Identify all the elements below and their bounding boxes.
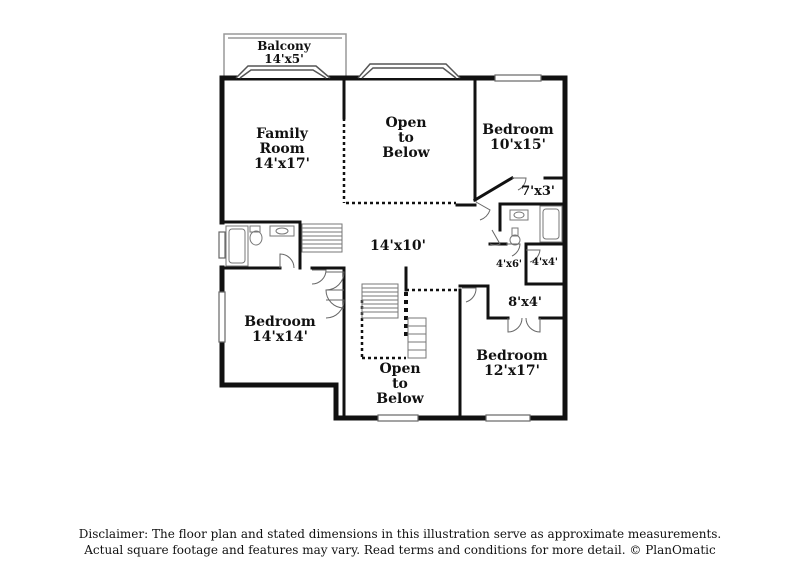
balcony-dim: 14'x5' [264,52,304,66]
stairs-main [361,283,427,359]
open-below-bottom-line3: Below [376,391,424,407]
disclaimer-line-1: Disclaimer: The floor plan and stated di… [78,527,722,541]
closet-4x4-dim: 4'x4' [532,257,558,268]
bay-windows [235,63,461,79]
window-marks [218,74,542,422]
door-swings [279,177,541,333]
bedroom-se-label: Bedroom [476,348,548,364]
open-below-bottom-line1: Open [379,361,420,377]
family-room-label-2: Room [259,141,304,157]
family-room-label-1: Family [256,126,309,142]
open-below-top-line3: Below [382,145,430,161]
bath-fixtures-left [225,225,295,267]
stairs-upper [301,223,343,253]
bath-fixtures-right [509,205,563,246]
floor-plan: Balcony 14'x5' Family Room 14'x17' Open … [218,33,568,422]
family-room-dim: 14'x17' [254,156,310,172]
open-below-top-line2: to [398,130,414,146]
interior-walls [222,78,566,420]
closet-4x6-dim: 4'x6' [496,259,522,270]
open-below-top-line1: Open [385,115,426,131]
disclaimer: Disclaimer: The floor plan and stated di… [0,526,800,558]
balcony-label: Balcony [257,39,312,53]
railings [342,118,460,360]
open-below-bottom-line2: to [392,376,408,392]
bedroom-se-dim: 12'x17' [484,363,540,379]
bedroom-w-dim: 14'x14' [252,329,308,345]
balcony-outline [223,33,347,76]
bedroom-w-label: Bedroom [244,314,316,330]
hall-dim: 14'x10' [370,238,426,254]
bedroom-ne-dim: 10'x15' [490,137,546,153]
bedroom-ne-label: Bedroom [482,122,554,138]
disclaimer-line-2: Actual square footage and features may v… [84,543,716,557]
closet-8x4-dim: 8'x4' [508,295,542,310]
closet-7x3-dim: 7'x3' [521,184,555,199]
